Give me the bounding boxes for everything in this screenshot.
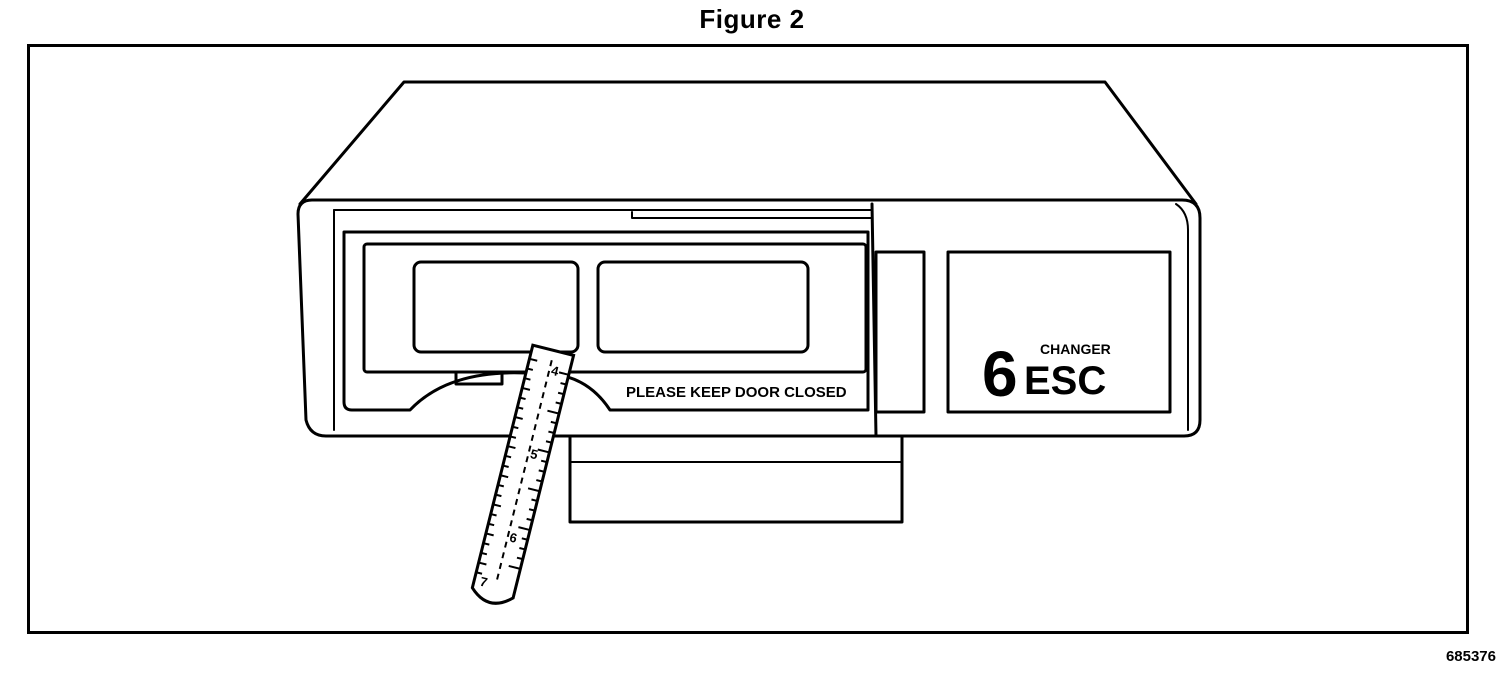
ruler-ticks [475,357,569,575]
right-side-edge [1175,203,1189,431]
ruler-number-5: 5 [529,446,540,462]
ruler-number-6: 6 [508,530,519,546]
ruler: 4 5 6 7 [470,343,576,605]
ruler-body [470,343,576,605]
badge-panel [946,250,1172,414]
door-window-outer [362,242,868,374]
door-latch [454,370,504,386]
housing-top-panel [298,80,1198,206]
changer-badge: 6 CHANGER ESC [982,338,1111,410]
door-bezel [342,230,870,412]
figure-title: Figure 2 [699,4,805,34]
front-slot [631,211,873,219]
housing-front-face [296,198,1202,438]
ruler-numbers: 4 5 6 7 [478,363,561,590]
ruler-number-7: 7 [478,574,489,590]
figure-frame [27,44,1469,634]
door-window-left [412,260,580,354]
ruler-center-dashes [495,360,553,584]
door-window-right [596,260,810,354]
pedestal [568,434,904,524]
magazine-door [874,250,926,414]
ruler-number-4: 4 [550,363,561,379]
door-label: PLEASE KEEP DOOR CLOSED [626,384,847,401]
badge-number: 6 [982,338,1018,410]
figure-code: 685376 [1445,648,1496,665]
badge-word: CHANGER [1040,341,1111,357]
badge-letters: ESC [1024,359,1106,403]
